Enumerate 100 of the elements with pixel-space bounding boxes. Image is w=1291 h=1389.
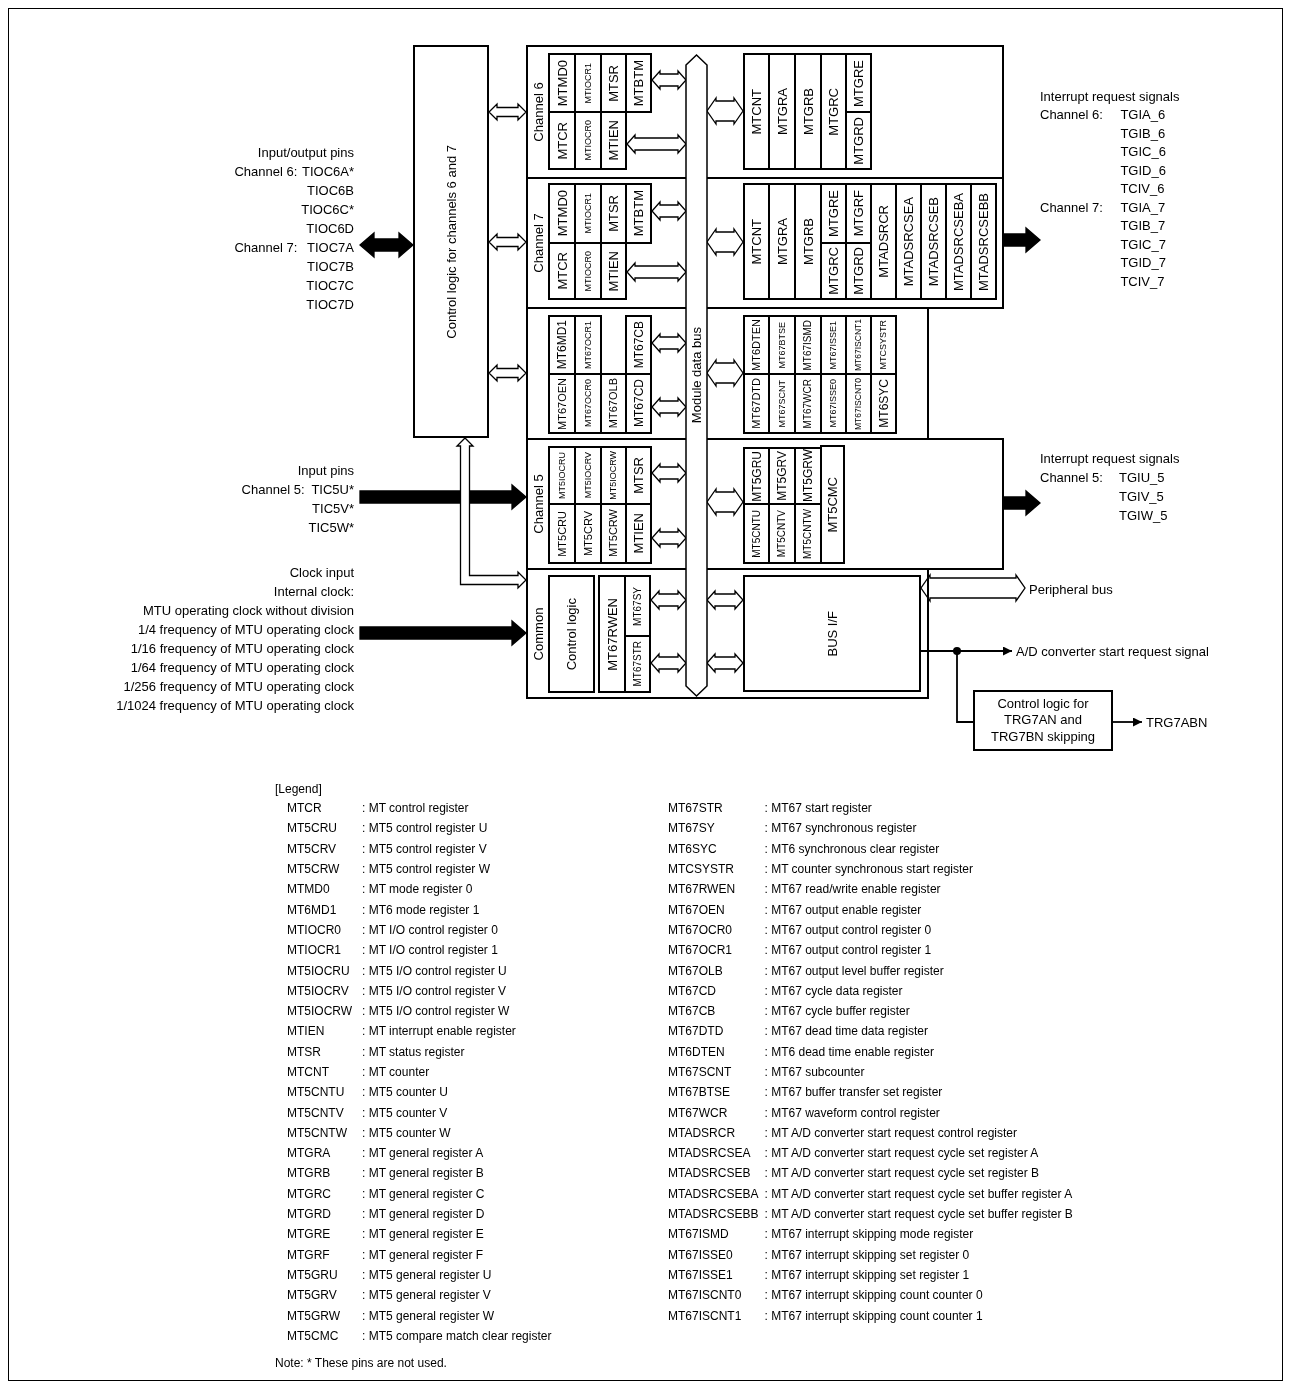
register-abbreviation: MT6DTEN [668,1044,726,1059]
register-cell: MT67STR [624,635,651,693]
register-abbreviation: MT67DTD [668,1024,725,1039]
register-description: : MT5 compare match clear register [362,1328,552,1343]
register-description: : MT general register E [362,1227,484,1242]
bus-arrow [706,486,744,518]
signal-arrow [1003,226,1041,254]
signal-name: TGIV_5 [1118,489,1164,504]
legend-heading: [Legend] [275,781,322,798]
bus-arrow [651,527,687,549]
register-abbreviation: MT67CD [668,983,717,998]
logic-box: Control logic for TRG7AN and TRG7BN skipping [973,690,1113,751]
signal-name: TIC5W* [308,520,354,535]
bus-arrow [706,652,744,674]
register-abbreviation: MTGRF [287,1247,331,1262]
register-description: : MT67 output level buffer register [764,963,944,978]
register-cell: MT67OLB [600,373,627,434]
bus-arrow [651,332,687,354]
signal-name: TGID_7 [1120,255,1166,271]
register-abbreviation: MTGRC [287,1186,332,1201]
channel-block [526,177,1004,309]
register-cell: MT5CRU [548,503,576,564]
register-cell: MTIEN [600,111,627,170]
register-description: : MT general register F [362,1247,484,1262]
register-abbreviation: MT5GRU [287,1267,339,1282]
register-cell: MTADSRCSEA [895,183,922,300]
register-description: : MT67 synchronous register [764,821,917,836]
bus-arrow [920,572,1026,604]
register-cell: MTCNT [743,183,770,300]
signal-name: TCIV_6 [1120,181,1165,197]
group-heading: Interrupt request signals [1040,88,1180,104]
register-cell: MTIEN [600,242,627,300]
register-abbreviation: MT5CNTW [287,1125,348,1140]
register-description: : MT5 I/O control register V [362,983,507,998]
register-cell: MT67OEN [548,373,576,434]
register-cell: MTCR [548,111,576,170]
register-block [526,307,929,440]
register-abbreviation: MT67BTSE [668,1085,731,1100]
register-cell: MT67OCR1 [574,315,602,375]
clock-source-label: 1/1024 frequency of MTU operating clock [116,698,354,713]
register-abbreviation: MTADSRCSEB [668,1166,752,1181]
section-title: Channel 5 [531,474,547,534]
register-abbreviation: MTIEN [287,1024,326,1039]
footnote: Note: * These pins are not used. [275,1356,447,1370]
register-cell: MT67RWEN [598,575,626,693]
register-cell: MT67SY [624,575,651,637]
bus-arrow [651,462,687,484]
signal-line [1112,717,1143,727]
register-abbreviation: MT5GRW [287,1308,342,1323]
bus-arrow [706,95,744,127]
register-cell: MTIEN [625,503,652,564]
register-abbreviation: MTIOCR1 [287,943,342,958]
register-cell: MTMD0 [548,183,576,244]
register-abbreviation: MT5IOCRU [287,963,351,978]
register-abbreviation: MT5CRU [287,821,338,836]
register-description: : MT67 interrupt skipping count counter 0 [764,1288,983,1303]
logic-box: Control logic [548,575,595,693]
register-description: : MT general register B [362,1166,484,1181]
register-description: : MT67 interrupt skipping set register 0 [764,1247,970,1262]
register-description: : MT A/D converter start request control register [764,1125,1017,1140]
register-abbreviation: MT67RWEN [668,882,737,897]
register-abbreviation: MT67SCNT [668,1065,733,1079]
bus-arrow [488,232,527,252]
group-heading: Input pins [297,463,354,478]
register-abbreviation: MT5CNTV [287,1105,345,1120]
signal-name: TIOC6A* [302,164,354,179]
bus-arrow [651,69,687,91]
signal-label: Peripheral bus [1025,578,1135,600]
register-description: : MT general register D [362,1207,485,1222]
register-description: : MT5 counter V [362,1105,448,1120]
register-description: : MT5 control register W [362,862,491,877]
register-abbreviation: MT67ISCNT0 [668,1288,743,1303]
register-description: : MT I/O control register 0 [362,922,498,937]
register-abbreviation: MTADSRCSEA [668,1146,752,1161]
bus-arrow [706,357,744,389]
signal-name: TGIB_6 [1120,125,1166,141]
channel-label: Channel 6: [1040,107,1103,123]
register-cell: MT5IOCRU [548,446,576,505]
section-title: Common [531,607,547,660]
signal-arrow [359,483,527,511]
register-description: : MT5 I/O control register U [362,963,507,978]
bus-arrow [706,226,744,258]
register-description: : MT5 I/O control register W [362,1004,510,1019]
register-description: : MT67 output enable register [764,902,922,917]
register-abbreviation: MT67CB [668,1004,717,1019]
channel-label: Channel 7: [234,240,298,255]
signal-name: TIOC6D [306,221,354,236]
register-cell: MTGRE [845,53,872,113]
register-description: : MT A/D converter start request cycle set buffer register B [764,1207,1073,1222]
signal-name: TIOC6C* [301,202,354,217]
clock-source-label: 1/64 frequency of MTU operating clock [130,660,354,675]
register-cell: MTADSRCSEB [920,183,947,300]
bus-arrow [650,589,687,611]
register-cell: MTADSRCSEBB [970,183,997,300]
signal-label: TRG7ABN [1142,711,1222,733]
register-description: : MT5 control register V [362,841,487,856]
channel-label: Channel 5: [1040,470,1103,485]
register-cell: MTADSRCSEBA [945,183,972,300]
register-cell: MTSR [625,446,652,505]
signal-arrow [359,619,527,647]
